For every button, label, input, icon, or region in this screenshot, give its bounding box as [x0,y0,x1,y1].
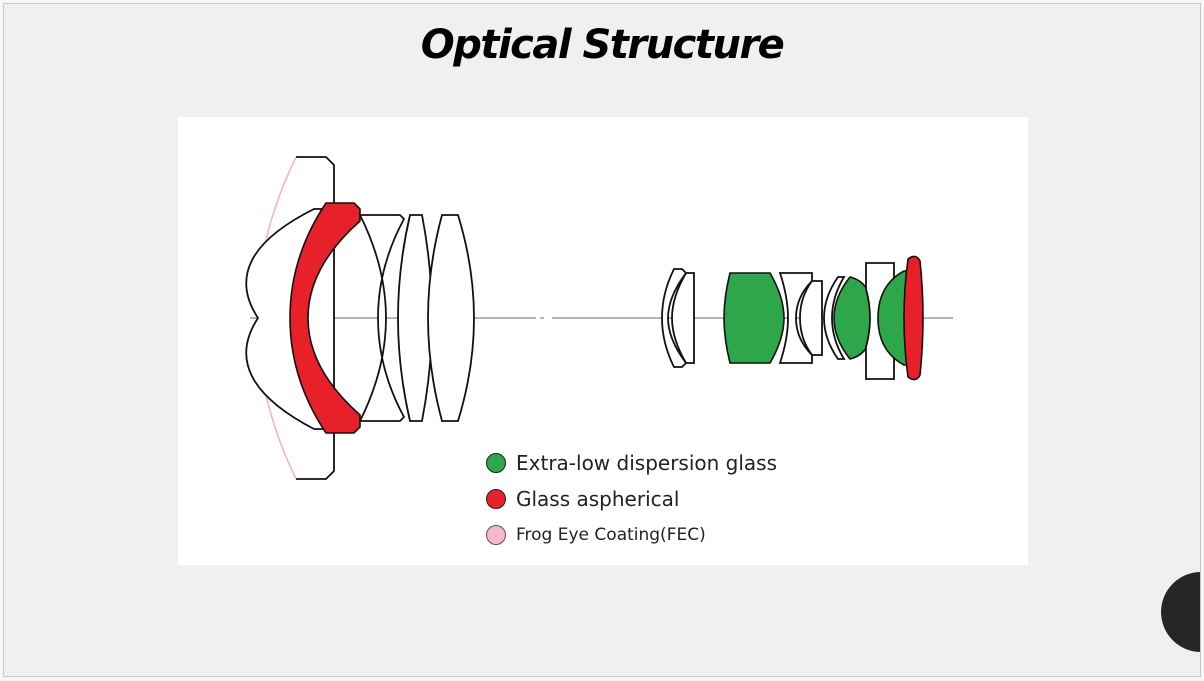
legend-item-ed-glass: Extra-low dispersion glass [486,445,777,481]
legend-label: Frog Eye Coating(FEC) [516,525,706,545]
slide-nav-button[interactable] [1161,572,1200,652]
negative-meniscus-lens [358,214,406,422]
biconvex-lens-2 [427,214,475,422]
optical-structure-diagram: Extra-low dispersion glass Glass aspheri… [178,117,1028,565]
page-title: Optical Structure [420,22,785,68]
legend-item-aspherical: Glass aspherical [486,481,777,517]
pink-circle-icon [486,525,506,545]
legend-item-fec: Frog Eye Coating(FEC) [486,517,777,553]
legend-label: Glass aspherical [516,487,680,511]
ed-glass-lens-3 [877,270,909,366]
ed-glass-lens-1 [723,272,785,364]
biconvex-lens-1 [397,214,433,422]
legend-label: Extra-low dispersion glass [516,451,778,475]
cemented-doublet-lens-2 [799,280,823,356]
aspherical-lens-rear [903,255,924,381]
aspherical-lens-front [289,202,361,434]
red-circle-icon [486,489,506,509]
green-circle-icon [486,453,506,473]
legend: Extra-low dispersion glass Glass aspheri… [486,445,777,553]
rear-meniscus-lens-2 [671,272,695,364]
rear-meniscus-lens-3 [823,276,846,360]
front-element-housing [296,156,335,480]
lens-diagram-svg [245,156,953,480]
slide: Optical Structure [3,3,1201,677]
